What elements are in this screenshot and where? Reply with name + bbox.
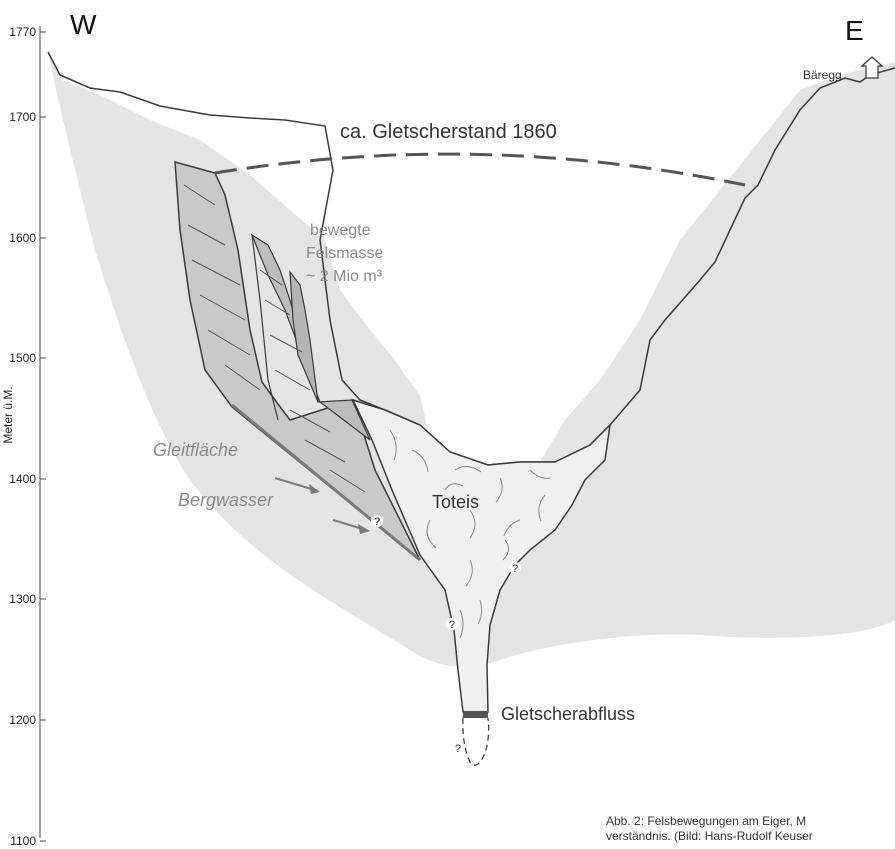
y-tick-label: 1400	[9, 472, 36, 486]
glacier-1860-label: ca. Gletscherstand 1860	[340, 121, 557, 143]
glacier-outflow-label: Gletscherabfluss	[501, 704, 635, 724]
question-mark: ?	[449, 619, 455, 631]
hut-icon	[860, 56, 884, 79]
y-tick-label: 1200	[9, 713, 36, 727]
y-tick-label: 1100	[10, 834, 36, 848]
moving-rock-label-2: Felsmasse	[306, 245, 383, 262]
rock-hatching	[183, 184, 366, 493]
water-arrow-icon	[332, 519, 370, 534]
slip-surface-line	[231, 403, 421, 562]
moving-rock-mass-3	[289, 270, 319, 403]
rock-fracture-line	[251, 234, 279, 421]
y-axis-label: Meter ü.M.	[1, 386, 15, 443]
rock-body	[48, 52, 895, 667]
question-mark: ?	[374, 516, 380, 528]
y-tick-label: 1500	[9, 351, 36, 365]
direction-west: W	[70, 9, 97, 40]
direction-east: E	[845, 15, 864, 46]
uncertainty-markers: ? ? ? ?	[371, 515, 521, 755]
slip-arrow-icon	[274, 477, 320, 494]
slip-surface-label: Gleitfläche	[153, 440, 238, 460]
moving-rock-label-3: ~ 2 Mio m³	[306, 268, 383, 285]
y-tick-label: 1700	[9, 110, 36, 124]
caption-line-2: verständnis. (Bild: Hans-Rudolf Keuser	[606, 829, 813, 843]
dead-ice-texture	[389, 429, 551, 639]
caption-line-1: Abb. 2: Felsbewegungen am Eiger, M	[606, 814, 807, 828]
y-axis: 1770 1700 1600 1500 1400 1300 1200 1100	[9, 25, 46, 848]
dead-ice-label: Toteis	[432, 492, 479, 512]
moving-rock-label-1: bewegte	[310, 222, 371, 239]
baeregg-label: Bäregg	[803, 68, 842, 82]
moving-rock-mass-2	[250, 233, 371, 441]
question-mark: ?	[512, 563, 518, 575]
question-mark: ?	[455, 743, 461, 755]
figure-caption: Abb. 2: Felsbewegungen am Eiger, M verst…	[606, 814, 895, 844]
y-tick-label: 1770	[9, 25, 36, 39]
moving-rock-mass-1	[174, 160, 421, 561]
mountain-water-label: Bergwasser	[178, 490, 274, 510]
glacier-outflow-band	[463, 711, 488, 718]
y-tick-label: 1300	[9, 592, 36, 606]
outflow-dashed-channel	[462, 717, 490, 766]
glacier-1860-line	[214, 152, 746, 187]
y-tick-label: 1600	[9, 231, 36, 245]
